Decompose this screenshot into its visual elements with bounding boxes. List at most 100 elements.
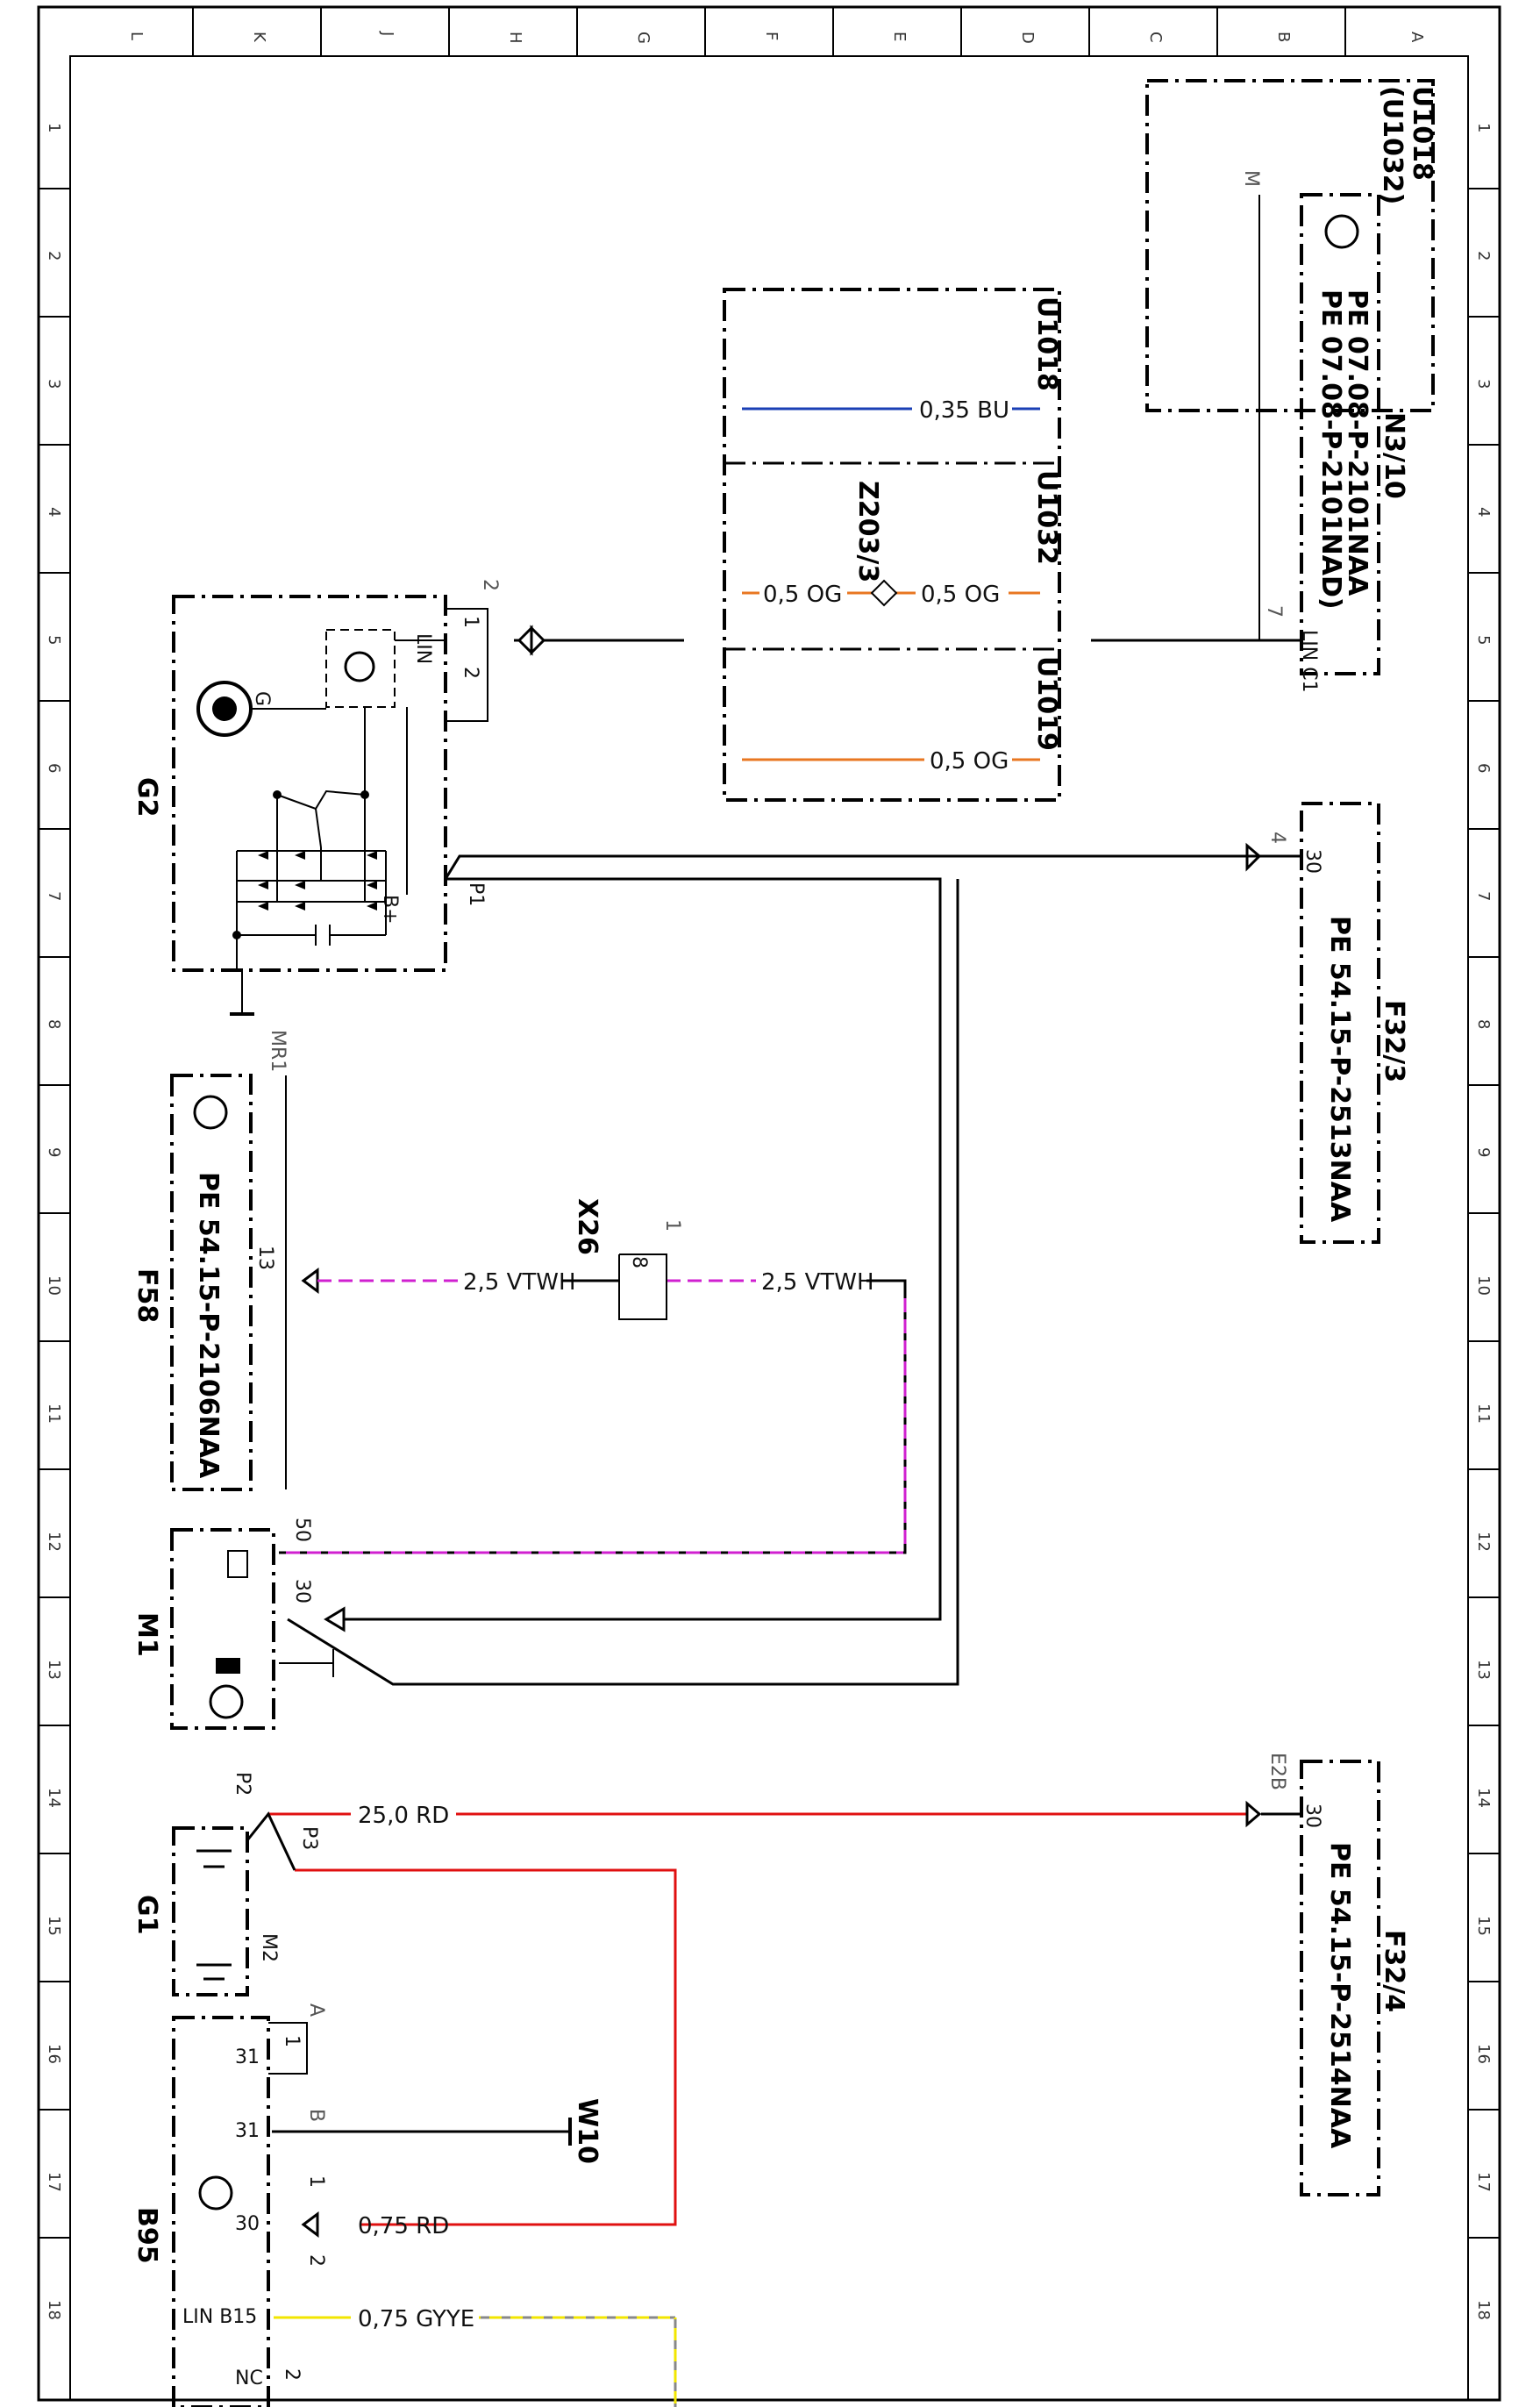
gyye-wire: 0,75 GYYE — [274, 2306, 677, 2407]
n1: 1 — [281, 2035, 303, 2047]
z203-3-label: Z203/3 — [852, 481, 883, 582]
col-label: J — [378, 31, 396, 36]
row-label: 11 — [1474, 1403, 1493, 1424]
a-label: A — [305, 2003, 327, 2017]
col-label: C — [1146, 32, 1165, 43]
lin-label: LIN B15 — [182, 2306, 257, 2328]
pin30: 30 — [235, 2213, 260, 2235]
p1-label: P1 — [465, 882, 487, 906]
col-label: E — [890, 32, 909, 41]
x26-pin: 8 — [628, 1256, 650, 1268]
pin-label: LIN C1 — [1298, 630, 1320, 693]
row-label: 11 — [45, 1403, 63, 1424]
wire-num: 4 — [1266, 832, 1288, 844]
u1018-label: U1018 — [1407, 86, 1437, 181]
row-label: 7 — [1474, 891, 1493, 901]
connector-x26: X26 1 8 — [572, 1198, 683, 1320]
row-label: 14 — [1474, 1788, 1493, 1808]
col-label: D — [1018, 32, 1037, 44]
pin-label: 1 — [460, 616, 481, 628]
row-label: 8 — [45, 1019, 63, 1029]
row-label: 7 — [45, 891, 63, 901]
component-n3-10: U1018 (U1032) N3/10 PE 07.08-P-2101NAA P… — [1145, 79, 1437, 693]
row-label: 16 — [1474, 2044, 1493, 2064]
row-label: 18 — [1474, 2300, 1493, 2320]
component-b95: B95 A 1 31 B 31 1 30 2 LIN B15 NC 2 — [132, 2003, 572, 2407]
g-minus-label: G — [251, 691, 273, 706]
row-label: 8 — [1474, 1019, 1493, 1029]
pin-num: 7 — [1263, 605, 1285, 618]
doc-ref: PE 54.15-P-2514NAA — [1324, 1842, 1355, 2149]
pin-label: 13 — [254, 1246, 276, 1270]
g2-label: G2 — [132, 777, 162, 818]
n1: 1 — [305, 2175, 327, 2188]
row-label: 16 — [45, 2044, 63, 2064]
row-label: 6 — [1474, 763, 1493, 773]
ground-label: M — [1240, 170, 1262, 187]
col-label: G — [634, 32, 652, 44]
pin31a: 31 — [235, 2046, 260, 2068]
pin31b: 31 — [235, 2120, 260, 2142]
vtwh-wire: 2,5 VTWH 2,5 VTWH — [279, 1268, 907, 1554]
component-f58: F58 PE 54.15-P-2106NAA MR1 13 — [132, 1030, 289, 1491]
splice-icon — [870, 579, 898, 607]
drawing-frame: L K J H G F E D C B A 1 2 3 4 5 6 7 8 9 … — [37, 5, 1501, 2402]
wire-label: 25,0 RD — [358, 1803, 449, 1829]
row-label: 6 — [45, 763, 63, 773]
row-label: 17 — [45, 2172, 63, 2192]
row-label: 10 — [1474, 1275, 1493, 1296]
p2-label: P2 — [232, 1772, 253, 1796]
w10-label: W10 — [572, 2098, 602, 2164]
b-label: B — [305, 2109, 327, 2122]
doc-ref: PE 07.08-P-2101NAD) — [1315, 289, 1346, 610]
rd-wires: 25,0 RD 0,75 RD — [268, 1800, 1301, 2239]
row-label: 4 — [45, 507, 63, 517]
wire-label: 0,5 OG — [763, 582, 842, 608]
row-label: 4 — [1474, 507, 1493, 517]
wire-label: 0,5 OG — [930, 748, 1009, 775]
f32-3-label: F32/3 — [1379, 1000, 1409, 1082]
row-label: 13 — [1474, 1660, 1493, 1680]
b-plus-label: B+ — [379, 895, 401, 925]
lin-label: LIN — [412, 633, 434, 664]
row-label: 1 — [45, 123, 63, 132]
sensor-icon — [198, 2175, 233, 2211]
row-label: 13 — [45, 1660, 63, 1680]
variant-u1018-label: U1018 — [1031, 296, 1062, 391]
component-g2: G2 G B+ — [132, 579, 501, 1016]
doc-ref: PE 07.08-P-2101NAA — [1342, 289, 1372, 596]
row-label: 10 — [45, 1275, 63, 1296]
motor-icon — [209, 1684, 244, 1719]
col-label: K — [250, 32, 268, 43]
row-label: 18 — [45, 2300, 63, 2320]
col-label: A — [1408, 32, 1426, 43]
x26-num: 1 — [661, 1219, 683, 1232]
row-label: 12 — [45, 1532, 63, 1552]
nc-label: NC — [235, 2368, 263, 2389]
doc-ref: PE 54.15-P-2106NAA — [193, 1172, 224, 1479]
row-label: 5 — [1474, 635, 1493, 645]
row-label: 9 — [1474, 1147, 1493, 1157]
transistor-icon — [1324, 214, 1359, 249]
b95-label: B95 — [132, 2207, 162, 2264]
f58-label: F58 — [132, 1268, 162, 1323]
row-label: 3 — [45, 379, 63, 389]
component-f32-3: F32/3 PE 54.15-P-2513NAA 30 4 — [1245, 802, 1409, 1244]
n2: 2 — [305, 2254, 327, 2267]
row-label: 17 — [1474, 2172, 1493, 2192]
f32-4-label: F32/4 — [1379, 1930, 1409, 2012]
component-g1: G1 P2 P3 M2 — [132, 1772, 320, 1996]
p3-label: P3 — [298, 1826, 320, 1850]
pin-label: 2 — [460, 667, 481, 679]
m1-label: M1 — [132, 1612, 162, 1657]
g1-label: G1 — [132, 1895, 162, 1935]
wire-label: 0,5 OG — [921, 582, 1000, 608]
x26-label: X26 — [572, 1198, 602, 1255]
variant-block: U1018 0,35 BU U1032 Z203/3 0,5 OG 0,5 OG… — [723, 288, 1062, 802]
row-label: 5 — [45, 635, 63, 645]
component-m1: M1 50 30 — [132, 1518, 334, 1730]
row-label: 1 — [1474, 123, 1493, 132]
wire-label: 2,5 VTWH — [463, 1269, 576, 1296]
row-label: 9 — [45, 1147, 63, 1157]
